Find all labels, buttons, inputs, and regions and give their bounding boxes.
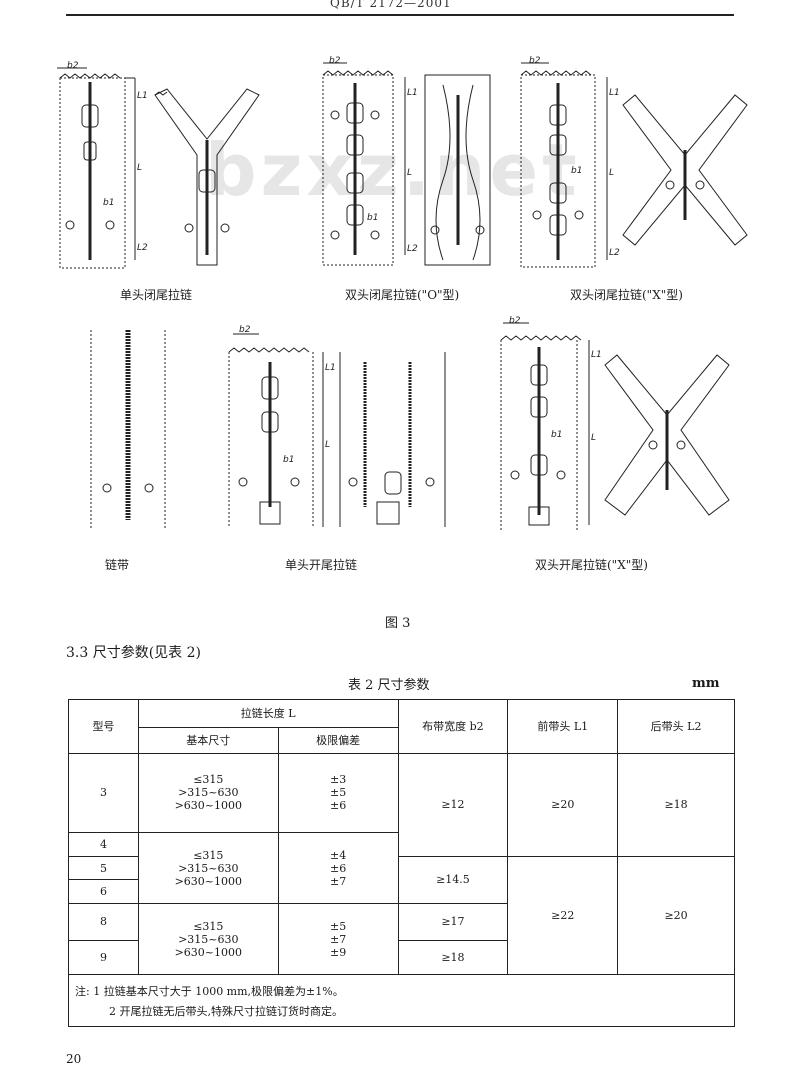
page-number: 20: [66, 1052, 82, 1066]
running-header: QB/T 2172—2001: [330, 0, 452, 10]
basic-size-cell: ≤315>315~630>630~1000: [137, 752, 279, 834]
dim-label-b1: b1: [103, 198, 114, 208]
rear-tape-cell: ≥20: [617, 855, 735, 976]
figure-label: 图 3: [385, 616, 411, 631]
header-length-group: 拉链长度 L: [137, 699, 399, 728]
dim-label-l1: L1: [591, 350, 602, 360]
diagram-double-closed-x: b2 L1 L b1 L2: [520, 56, 748, 268]
dim-label-b2: b2: [329, 56, 341, 66]
dim-label-l: L: [591, 433, 596, 443]
note-2: 2 开尾拉链无后带头,特殊尺寸拉链订货时商定。: [109, 1005, 343, 1018]
tape-width-cell: ≥14.5: [397, 855, 509, 905]
diagram-single-closed: b2 L1 L b1 L2: [57, 61, 260, 269]
caption-double-closed-o: 双头闭尾拉链("O"型): [345, 288, 460, 302]
caption-double-open-x: 双头开尾拉链("X"型): [535, 558, 648, 572]
dim-label-l1: L1: [325, 363, 336, 373]
table-unit: mm: [692, 676, 720, 691]
dim-label-b2: b2: [509, 316, 521, 326]
dim-label-b1: b1: [571, 166, 582, 176]
note-1: 注: 1 拉链基本尺寸大于 1000 mm,极限偏差为±1%。: [75, 985, 344, 998]
dim-label-l2: L2: [407, 244, 418, 254]
model-cell: 6: [68, 879, 139, 905]
dim-label-l1: L1: [137, 91, 148, 101]
diagram-chain-tape: [90, 330, 166, 530]
caption-double-closed-x: 双头闭尾拉链("X"型): [570, 288, 683, 302]
dim-label-l: L: [609, 168, 614, 178]
tape-width-cell: ≥12: [397, 752, 509, 857]
header-front-tape: 前带头 L1: [507, 699, 619, 754]
dim-label-l1: L1: [609, 88, 620, 98]
dim-label-l: L: [325, 440, 330, 450]
model-cell: 5: [68, 855, 139, 881]
dim-label-l1: L1: [407, 88, 418, 98]
dim-label-b1: b1: [283, 455, 294, 465]
model-cell: 3: [68, 752, 139, 834]
section-heading: 3.3 尺寸参数(见表 2): [66, 645, 201, 661]
dim-label-b2: b2: [239, 325, 251, 335]
dim-label-b2: b2: [67, 61, 79, 71]
caption-single-closed: 单头闭尾拉链: [120, 288, 193, 302]
dim-label-b2: b2: [529, 56, 541, 66]
rear-tape-cell: ≥18: [617, 752, 735, 857]
limit-deviation-cell: ±3±5±6: [277, 752, 399, 834]
dim-label-l2: L2: [137, 243, 148, 253]
diagram-double-closed-o: b2 L1 L b1 L2: [322, 56, 491, 266]
model-cell: 9: [68, 939, 139, 976]
dim-label-l: L: [407, 168, 412, 178]
header-tape-width: 布带宽度 b2: [397, 699, 509, 754]
basic-size-cell: ≤315>315~630>630~1000: [137, 903, 279, 975]
model-cell: 4: [68, 832, 139, 857]
tape-width-cell: ≥17: [397, 903, 509, 941]
dim-label-b1: b1: [367, 213, 378, 223]
caption-single-open: 单头开尾拉链: [285, 558, 358, 572]
dimension-table: 型号 拉链长度 L 布带宽度 b2 前带头 L1 后带头 L2 基本尺寸 极限偏…: [68, 699, 735, 976]
header-rule: [66, 14, 734, 16]
model-cell: 8: [68, 903, 139, 941]
diagram-double-open-x: b2 L1 L b1: [500, 316, 730, 530]
header-model: 型号: [68, 699, 139, 754]
dim-label-l2: L2: [609, 248, 620, 258]
header-rear-tape: 后带头 L2: [617, 699, 735, 754]
diagram-single-open: b2 L1 L b1: [228, 325, 446, 527]
header-basic-size: 基本尺寸: [137, 726, 279, 754]
front-tape-cell: ≥22: [507, 855, 619, 976]
table-title: 表 2 尺寸参数: [348, 678, 430, 693]
dim-label-b1: b1: [551, 430, 562, 440]
dim-label-l: L: [137, 163, 142, 173]
tape-width-cell: ≥18: [397, 939, 509, 976]
table-notes: 注: 1 拉链基本尺寸大于 1000 mm,极限偏差为±1%。 2 开尾拉链无后…: [68, 975, 735, 1027]
watermark: bzxz.net: [205, 128, 581, 212]
limit-deviation-cell: ±5±7±9: [277, 903, 399, 975]
basic-size-cell: ≤315>315~630>630~1000: [137, 832, 279, 905]
caption-chain-tape: 链带: [105, 558, 130, 572]
header-limit-deviation: 极限偏差: [277, 726, 399, 754]
limit-deviation-cell: ±4±6±7: [277, 832, 399, 905]
front-tape-cell: ≥20: [507, 752, 619, 857]
